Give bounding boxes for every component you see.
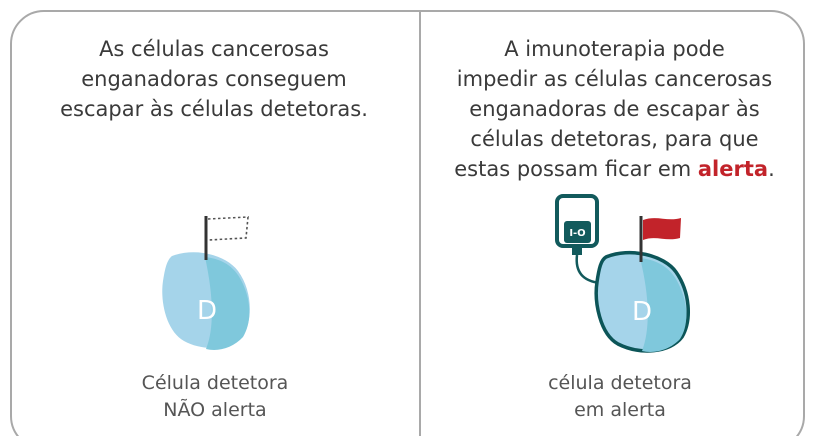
left-label-line: NÃO alerta [163,399,267,421]
right-caption-last-line: estas possam ficar em alerta. [422,154,807,184]
iv-bag-port [572,246,582,255]
cell-shade [640,258,687,352]
red-flag-icon [639,216,681,262]
left-caption-line: enganadoras conseguem [81,67,347,91]
right-caption-line: células detetoras, para que [470,127,759,151]
right-caption: A imunoterapia pode impedir as células c… [422,34,807,184]
alert-highlight-word: alerta [697,157,769,181]
right-caption-line: impedir as células cancerosas [456,67,773,91]
iv-bag-icon: I-O [555,194,601,285]
right-caption-line: A imunoterapia pode [504,37,725,61]
cell-letter: D [197,296,217,326]
right-caption-prefix: estas possam ficar em [454,157,698,181]
empty-flag-icon [204,216,249,260]
left-caption: As células cancerosas enganadoras conseg… [14,34,414,124]
panel-divider [419,10,421,436]
iv-bag-fluid [564,221,591,243]
left-label-line: Célula detetora [141,372,289,394]
right-label-line: em alerta [574,399,666,421]
left-caption-line: As células cancerosas [99,37,329,61]
right-caption-suffix: . [768,157,775,181]
left-caption-line: escapar às células detetoras. [60,97,368,121]
right-caption-line: enganadoras de escapar às [469,97,760,121]
red-flag [643,218,681,240]
right-cell-label: célula detetora em alerta [520,370,720,424]
detector-cell-alert: D [594,250,690,353]
detector-cell-not-alert: D [162,252,250,350]
iv-bag-label: I-O [569,228,585,239]
cell-letter: D [632,297,652,327]
cell-shade [205,257,250,350]
flag-outline [207,216,249,241]
right-label-line: célula detetora [548,372,692,394]
left-cell-label: Célula detetora NÃO alerta [115,370,315,424]
